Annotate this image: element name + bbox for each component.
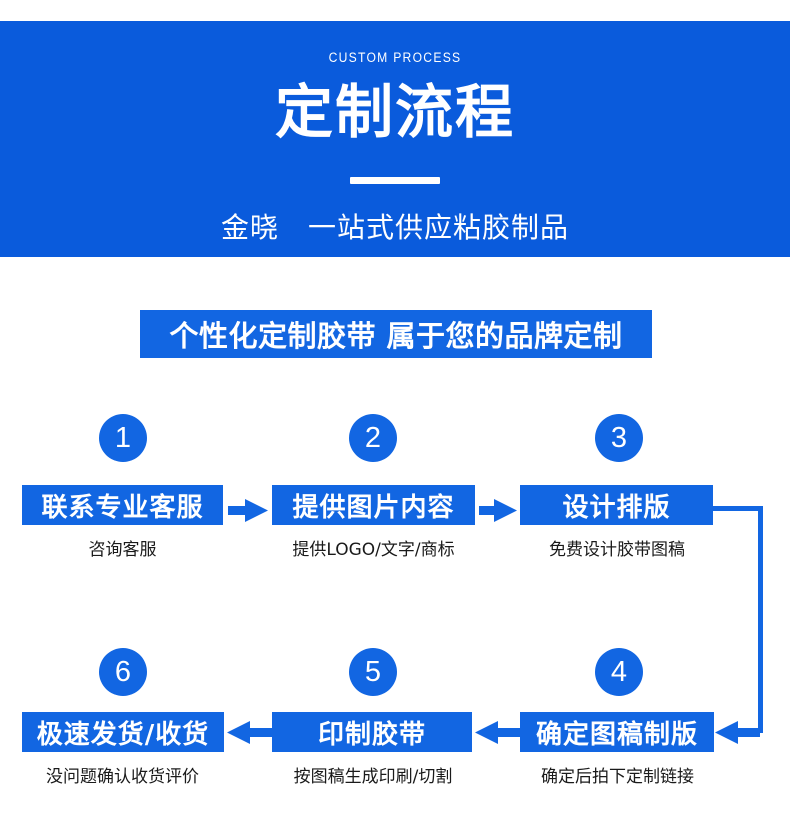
- step-box-2[interactable]: 提供图片内容: [272, 485, 475, 525]
- step-caption-1: 咨询客服: [88, 540, 157, 560]
- hero-divider: [350, 177, 440, 184]
- arrow-step4-to-step5: [475, 721, 520, 744]
- step-box-3[interactable]: 设计排版: [520, 485, 713, 525]
- promo-banner: 个性化定制胶带 属于您的品牌定制: [140, 310, 652, 358]
- step-box-5[interactable]: 印制胶带: [272, 712, 472, 752]
- page-title: 定制流程: [274, 78, 515, 146]
- hero-eyebrow-text: CUSTOM PROCESS: [328, 50, 462, 65]
- arrow-step2-to-step3: [479, 499, 517, 522]
- step-caption-4: 确定后拍下定制链接: [541, 767, 694, 787]
- step-caption-5: 按图稿生成印刷/切割: [293, 767, 453, 787]
- arrow-step5-to-step6: [227, 721, 272, 744]
- step-number-badge-2: 2: [349, 414, 397, 462]
- hero-subtitle-text: 金晓 一站式供应粘胶制品: [220, 211, 569, 244]
- step-number-badge-5: 5: [349, 648, 397, 696]
- step-caption-2: 提供LOGO/文字/商标: [292, 540, 455, 560]
- step-number-badge-3: 3: [595, 414, 643, 462]
- step-box-6[interactable]: 极速发货/收货: [22, 712, 224, 752]
- step-box-4[interactable]: 确定图稿制版: [520, 712, 714, 752]
- hero-header: CUSTOM PROCESS 定制流程 金晓 一站式供应粘胶制品: [0, 21, 790, 257]
- arrow-step1-to-step2: [228, 499, 268, 522]
- step-box-1[interactable]: 联系专业客服: [22, 485, 223, 525]
- step-caption-3: 免费设计胶带图稿: [549, 540, 685, 560]
- step-number-badge-1: 1: [99, 414, 147, 462]
- step-number-badge-6: 6: [99, 648, 147, 696]
- step-caption-6: 没问题确认收货评价: [46, 767, 199, 787]
- connector-step3-to-step4: [713, 506, 763, 744]
- step-number-badge-4: 4: [595, 648, 643, 696]
